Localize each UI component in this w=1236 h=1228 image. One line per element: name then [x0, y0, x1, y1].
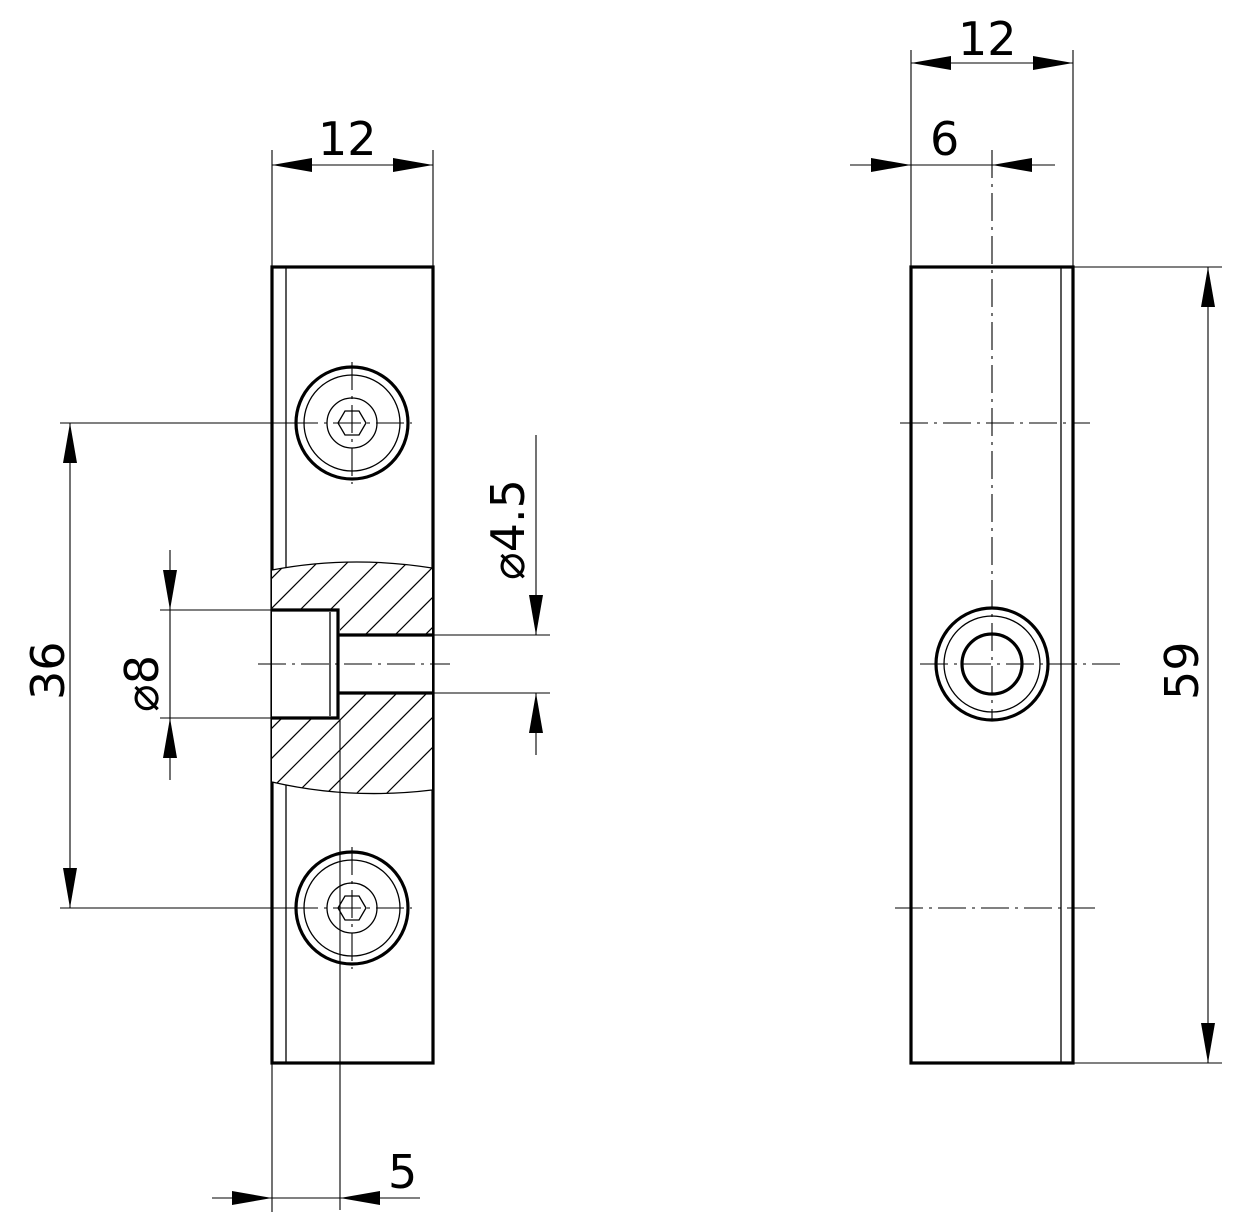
section-break-top — [271, 561, 433, 571]
side-hole — [920, 150, 1120, 722]
side-view: 12 6 59 — [850, 12, 1222, 1065]
dim-through-hole-label: ⌀4.5 — [481, 479, 535, 580]
dim-screw-pitch: 36 — [21, 422, 296, 909]
screw-top — [290, 362, 412, 484]
dim-screw-pitch-label: 36 — [21, 641, 75, 700]
dim-side-center: 6 — [850, 112, 1055, 172]
through-hole-outline — [338, 633, 433, 695]
side-body-outline — [909, 265, 1075, 1065]
section-hatch — [272, 561, 432, 794]
front-view: 12 36 ⌀8 — [21, 112, 550, 1212]
dim-through-hole: ⌀4.5 — [433, 435, 550, 755]
dim-hole-offset-label: 5 — [388, 1145, 417, 1199]
dim-counterbore: ⌀8 — [115, 550, 272, 780]
section-break-bottom — [271, 781, 433, 795]
dim-front-width-label: 12 — [318, 112, 377, 166]
dim-hole-offset: 5 — [212, 1063, 420, 1212]
dim-side-height: 59 — [1073, 266, 1222, 1064]
dim-side-center-label: 6 — [930, 112, 959, 166]
dim-side-height-label: 59 — [1155, 641, 1209, 700]
dim-side-width: 12 — [910, 12, 1074, 267]
dim-counterbore-label: ⌀8 — [115, 655, 169, 712]
dim-front-width: 12 — [271, 112, 434, 267]
dim-side-width-label: 12 — [958, 12, 1017, 66]
screw-bottom — [290, 847, 412, 969]
